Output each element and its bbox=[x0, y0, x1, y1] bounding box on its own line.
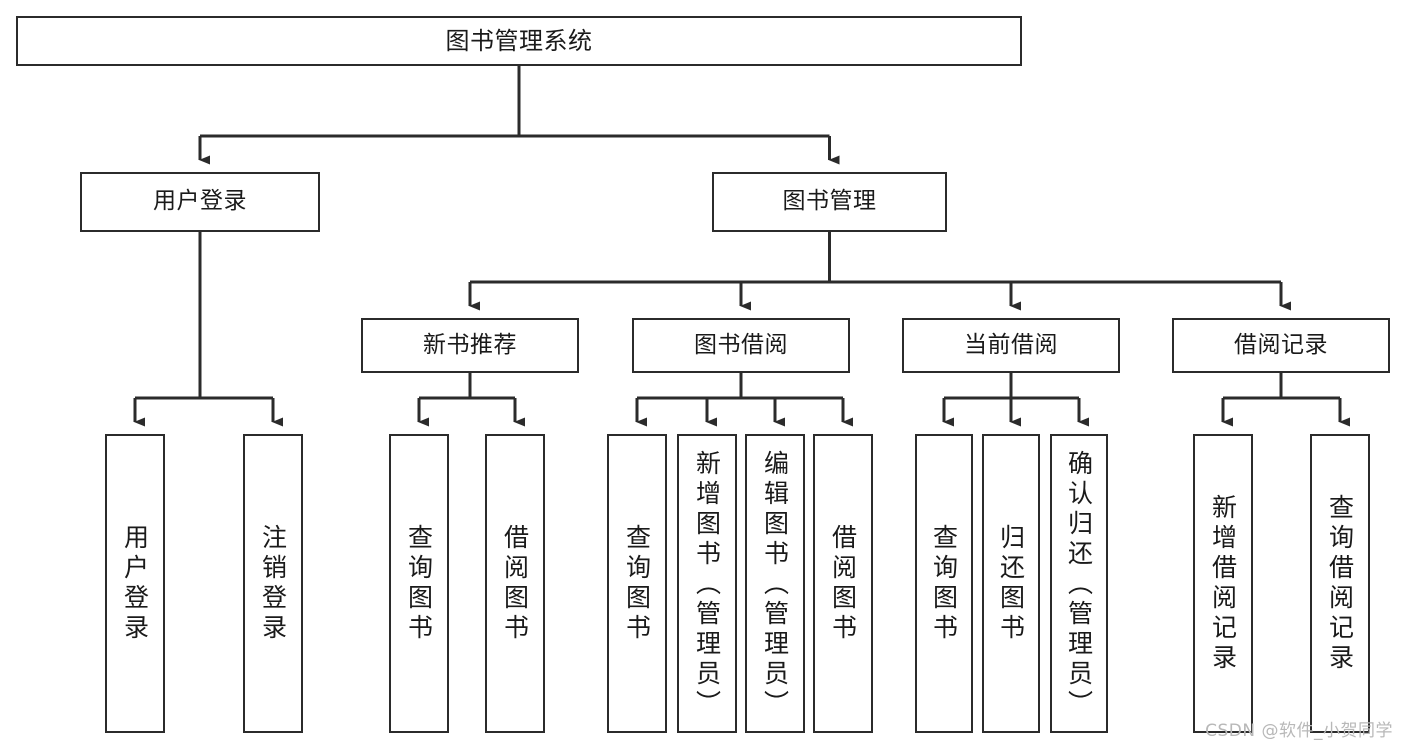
node-label: 新书推荐 bbox=[423, 331, 517, 358]
node-label: 新增借阅记录 bbox=[1208, 493, 1238, 674]
watermark: CSDN @软件_小贺同学 bbox=[1205, 721, 1393, 741]
node-records[interactable]: 借阅记录 bbox=[1172, 318, 1390, 373]
node-label: 图书管理 bbox=[782, 188, 877, 215]
node-label: 图书管理系统 bbox=[445, 26, 593, 55]
node-label: 查询图书 bbox=[622, 523, 652, 644]
node-label: 查询图书 bbox=[404, 523, 434, 644]
node-b-lend[interactable]: 借阅图书 bbox=[813, 434, 873, 733]
node-newbook[interactable]: 新书推荐 bbox=[361, 318, 579, 373]
node-borrow[interactable]: 图书借阅 bbox=[632, 318, 850, 373]
node-b-add[interactable]: 新增图书（管理员） bbox=[677, 434, 737, 733]
node-label: 用户登录 bbox=[120, 523, 150, 644]
node-l-login[interactable]: 用户登录 bbox=[105, 434, 165, 733]
node-root[interactable]: 图书管理系统 bbox=[16, 16, 1022, 66]
node-n-query[interactable]: 查询图书 bbox=[389, 434, 449, 733]
node-b-query[interactable]: 查询图书 bbox=[607, 434, 667, 733]
node-label: 借阅图书 bbox=[500, 523, 530, 644]
node-label: 新增图书（管理员） bbox=[692, 450, 722, 720]
node-r-query[interactable]: 查询借阅记录 bbox=[1310, 434, 1370, 733]
node-r-add[interactable]: 新增借阅记录 bbox=[1193, 434, 1253, 733]
node-l-logout[interactable]: 注销登录 bbox=[243, 434, 303, 733]
node-c-return[interactable]: 归还图书 bbox=[982, 434, 1040, 733]
node-label: 查询借阅记录 bbox=[1325, 493, 1355, 674]
node-label: 归还图书 bbox=[996, 523, 1026, 644]
node-label: 用户登录 bbox=[153, 188, 247, 215]
node-label: 当前借阅 bbox=[964, 331, 1058, 358]
node-c-confirm[interactable]: 确认归还（管理员） bbox=[1050, 434, 1108, 733]
node-label: 确认归还（管理员） bbox=[1064, 450, 1094, 720]
node-label: 借阅记录 bbox=[1234, 331, 1328, 358]
node-label: 注销登录 bbox=[258, 523, 288, 644]
node-label: 查询图书 bbox=[929, 523, 959, 644]
node-label: 图书借阅 bbox=[694, 331, 788, 358]
node-b-edit[interactable]: 编辑图书（管理员） bbox=[745, 434, 805, 733]
node-login[interactable]: 用户登录 bbox=[80, 172, 320, 232]
node-c-query[interactable]: 查询图书 bbox=[915, 434, 973, 733]
node-label: 编辑图书（管理员） bbox=[760, 450, 790, 720]
node-n-borrow[interactable]: 借阅图书 bbox=[485, 434, 545, 733]
node-label: 借阅图书 bbox=[828, 523, 858, 644]
node-bookmgmt[interactable]: 图书管理 bbox=[712, 172, 947, 232]
node-current[interactable]: 当前借阅 bbox=[902, 318, 1120, 373]
